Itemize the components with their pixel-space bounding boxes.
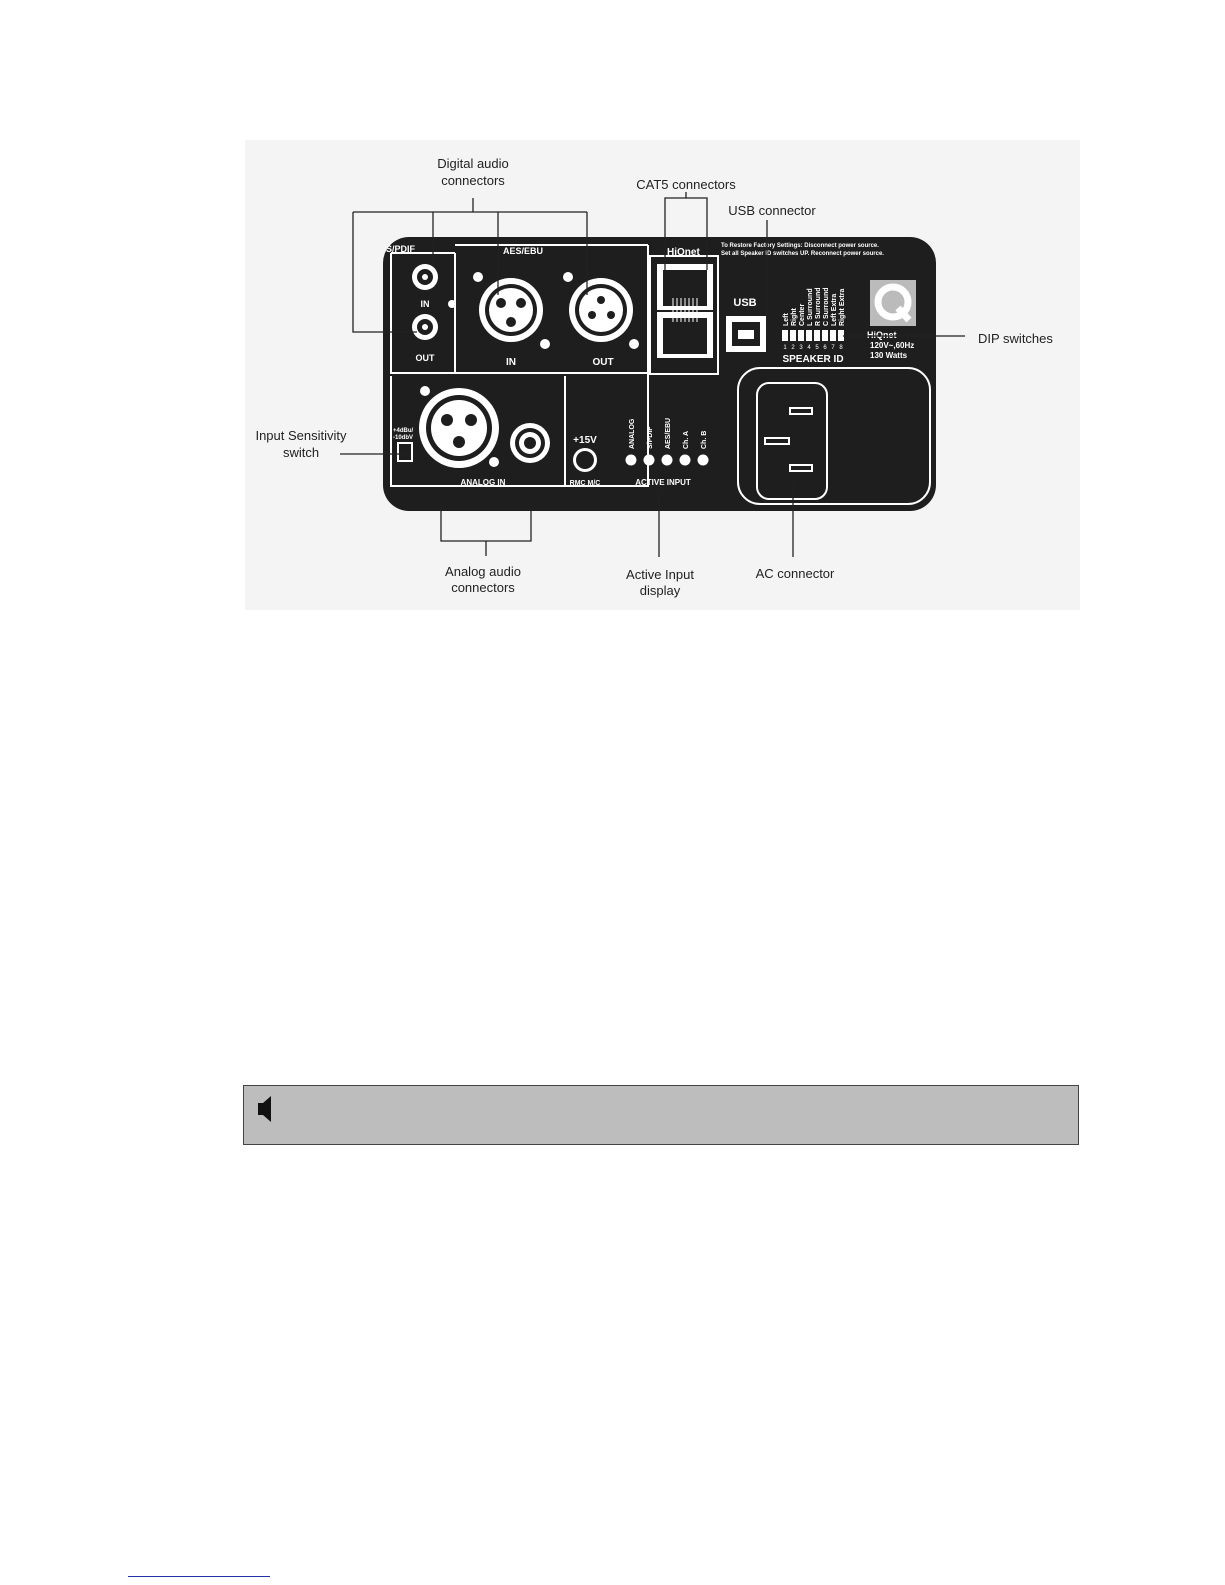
dip-switch-4	[806, 330, 812, 341]
dip-switch-1	[782, 330, 788, 341]
aes-ebu-label: AES/EBU	[503, 246, 543, 256]
usb-callout: USB connector	[728, 203, 816, 218]
active-input-callout-line-2: display	[640, 583, 681, 598]
input-sensitivity-callout-line-2: switch	[283, 445, 319, 460]
dip-switch-6	[822, 330, 828, 341]
voltage-label: 120V~,60Hz	[870, 341, 914, 350]
active-input-name-4: Ch. A	[683, 431, 690, 449]
spdif-in-label: IN	[421, 299, 430, 309]
hiqnet-badge: HiQnet	[667, 247, 700, 258]
digital-audio-callout-line-2: connectors	[441, 173, 505, 188]
dip-switch-3	[798, 330, 804, 341]
leader-lines	[340, 192, 965, 557]
spdif-label: S/PDIF	[386, 244, 416, 254]
speaker-id-label-2: Right	[791, 307, 798, 326]
active-input-name-3: AES/EBU	[665, 418, 672, 449]
cat5-callout: CAT5 connectors	[636, 177, 736, 192]
dip-number-5: 5	[815, 345, 819, 351]
panel-frames	[390, 244, 931, 505]
dip-number-7: 7	[831, 345, 835, 351]
xlr-in-connector	[473, 272, 550, 349]
dip-switch-2	[790, 330, 796, 341]
speaker-id-label-4: L Surround	[807, 288, 814, 326]
speaker-id-label: SPEAKER ID	[782, 354, 843, 365]
watts-label: 130 Watts	[870, 351, 908, 360]
usb-label: USB	[733, 297, 756, 309]
analog-audio-callout-line-2: connectors	[451, 580, 515, 595]
active-input-callout-line-1: Active Input	[626, 567, 694, 582]
digital-audio-callout-line-1: Digital audio	[437, 156, 509, 171]
speaker-id-label-5: R Surround	[815, 288, 822, 327]
dip-switch-8	[838, 330, 844, 341]
dip-number-4: 4	[807, 345, 811, 351]
dip-number-3: 3	[799, 345, 803, 351]
ac-connector-callout: AC connector	[756, 566, 835, 581]
speaker-note-icon	[258, 1096, 271, 1122]
restore-note-line-2: Set all Speaker ID switches UP. Reconnec…	[721, 251, 884, 257]
active-input-name-1: ANALOG	[629, 418, 636, 449]
dip-number-2: 2	[791, 345, 795, 351]
hiqnet-logo	[870, 280, 916, 326]
speaker-id-label-1: Left	[783, 313, 790, 327]
speaker-id-label-6: C Surround	[823, 288, 830, 327]
sensitivity-switch	[397, 442, 413, 462]
analog-audio-callout-line-1: Analog audio	[445, 564, 521, 579]
cat5-jacks	[657, 264, 713, 358]
active-input-name-2: S/PDIF	[647, 426, 654, 449]
dip-switch-7	[830, 330, 836, 341]
plus15v-label: +15V	[573, 435, 597, 446]
sensitivity-label-1: +4dBu/	[393, 428, 414, 434]
rmc-mic-jack	[573, 448, 597, 472]
active-input-led-1	[625, 454, 637, 466]
dip-number-1: 1	[783, 345, 787, 351]
active-input-leds	[625, 454, 709, 466]
active-input-led-3	[661, 454, 673, 466]
note-box	[243, 1085, 1079, 1145]
aes-in-label: IN	[506, 357, 516, 368]
hiqnet-logo-text: HiQnet	[867, 330, 897, 340]
dip-switches-callout: DIP switches	[978, 331, 1053, 346]
analog-in-label: ANALOG IN	[461, 478, 506, 487]
input-sensitivity-callout-line-1: Input Sensitivity	[255, 428, 347, 443]
analog-trs-jack	[510, 423, 550, 463]
rmc-mic-label: RMC M/C	[570, 480, 601, 487]
restore-note-line-1: To Restore Factory Settings: Disconnect …	[721, 243, 879, 249]
footer-rule	[128, 1576, 270, 1577]
active-input-led-2	[643, 454, 655, 466]
speaker-id-label-3: Center	[799, 304, 806, 326]
usb-port	[726, 316, 766, 352]
aes-out-label: OUT	[592, 357, 613, 368]
sensitivity-label-2: -10dbV	[393, 435, 413, 441]
spdif-jacks	[412, 264, 456, 340]
spdif-out-label: OUT	[416, 353, 436, 363]
active-input-name-5: Ch. B	[701, 431, 708, 449]
speaker-id-label-7: Left Extra	[831, 294, 838, 326]
xlr-out-connector	[563, 272, 639, 349]
active-input-label: ACTIVE INPUT	[635, 478, 691, 487]
active-input-led-5	[697, 454, 709, 466]
analog-xlr-input	[419, 386, 499, 468]
active-input-led-4	[679, 454, 691, 466]
ac-inlet	[756, 382, 828, 500]
speaker-id-label-8: Right Extra	[839, 289, 846, 326]
dip-number-6: 6	[823, 345, 827, 351]
dip-number-8: 8	[839, 345, 843, 351]
dip-switch-5	[814, 330, 820, 341]
